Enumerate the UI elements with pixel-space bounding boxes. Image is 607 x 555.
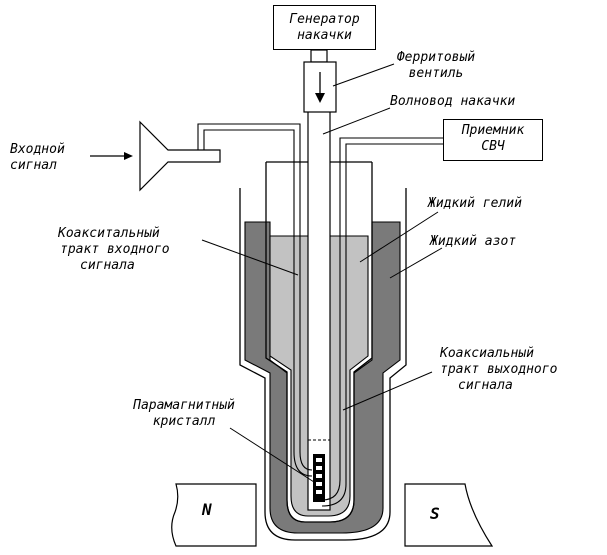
input-arrow-icon [90, 152, 133, 160]
input-funnel [139, 120, 221, 192]
crystal-label-line2: кристалл [152, 414, 216, 429]
ferrite-label-line2: вентиль [408, 66, 464, 81]
magnet-pole-south [404, 483, 494, 547]
receiver-box [443, 119, 543, 161]
generator-label-line2: накачки [297, 28, 352, 43]
input-coax-line1: Коакситальный [58, 226, 160, 241]
paramagnetic-crystal [313, 454, 325, 502]
input-coax-line [197, 123, 313, 477]
output-coax-label: Коаксиальный тракт выходного сигнала [440, 346, 557, 394]
magnet-pole-north [171, 483, 257, 547]
liquid-helium-label: Жидкий гелий [428, 196, 522, 211]
generator-label: Генератор накачки [273, 12, 376, 44]
output-coax-line [321, 137, 444, 507]
crystal-label: Парамагнитный кристалл [118, 398, 250, 430]
output-coax-line2: тракт выходного [440, 362, 558, 377]
generator-box [273, 5, 376, 50]
crystal-label-line1: Парамагнитный [133, 398, 235, 413]
input-signal-line2: сигнал [10, 158, 57, 173]
pump-waveguide-label: Волновод накачки [390, 94, 516, 109]
output-coax-line1: Коаксиальный [440, 346, 534, 361]
generator-label-line1: Генератор [289, 12, 360, 27]
input-signal-line1: Входной [10, 142, 65, 157]
input-coax-line2: тракт входного [60, 242, 170, 257]
input-coax-line3: сигнала [80, 258, 135, 273]
pump-waveguide [307, 109, 331, 511]
output-coax-line3: сигнала [458, 378, 513, 393]
input-signal-label: Входной сигнал [10, 142, 65, 174]
ferrite-label-line1: Ферритовый [396, 50, 476, 65]
receiver-label-line1: Приемник [461, 123, 525, 138]
receiver-label-line2: СВЧ [481, 139, 505, 154]
ferrite-valve [303, 49, 337, 113]
input-coax-label: Коакситальный тракт входного сигнала [58, 226, 170, 274]
receiver-label: Приемник СВЧ [443, 123, 543, 155]
pole-south-label: S [430, 504, 440, 523]
leader-lines [201, 63, 443, 483]
ferrite-valve-label: Ферритовый вентиль [386, 50, 486, 82]
liquid-nitrogen-label: Жидкий азот [430, 234, 517, 249]
pole-north-label: N [202, 500, 212, 519]
